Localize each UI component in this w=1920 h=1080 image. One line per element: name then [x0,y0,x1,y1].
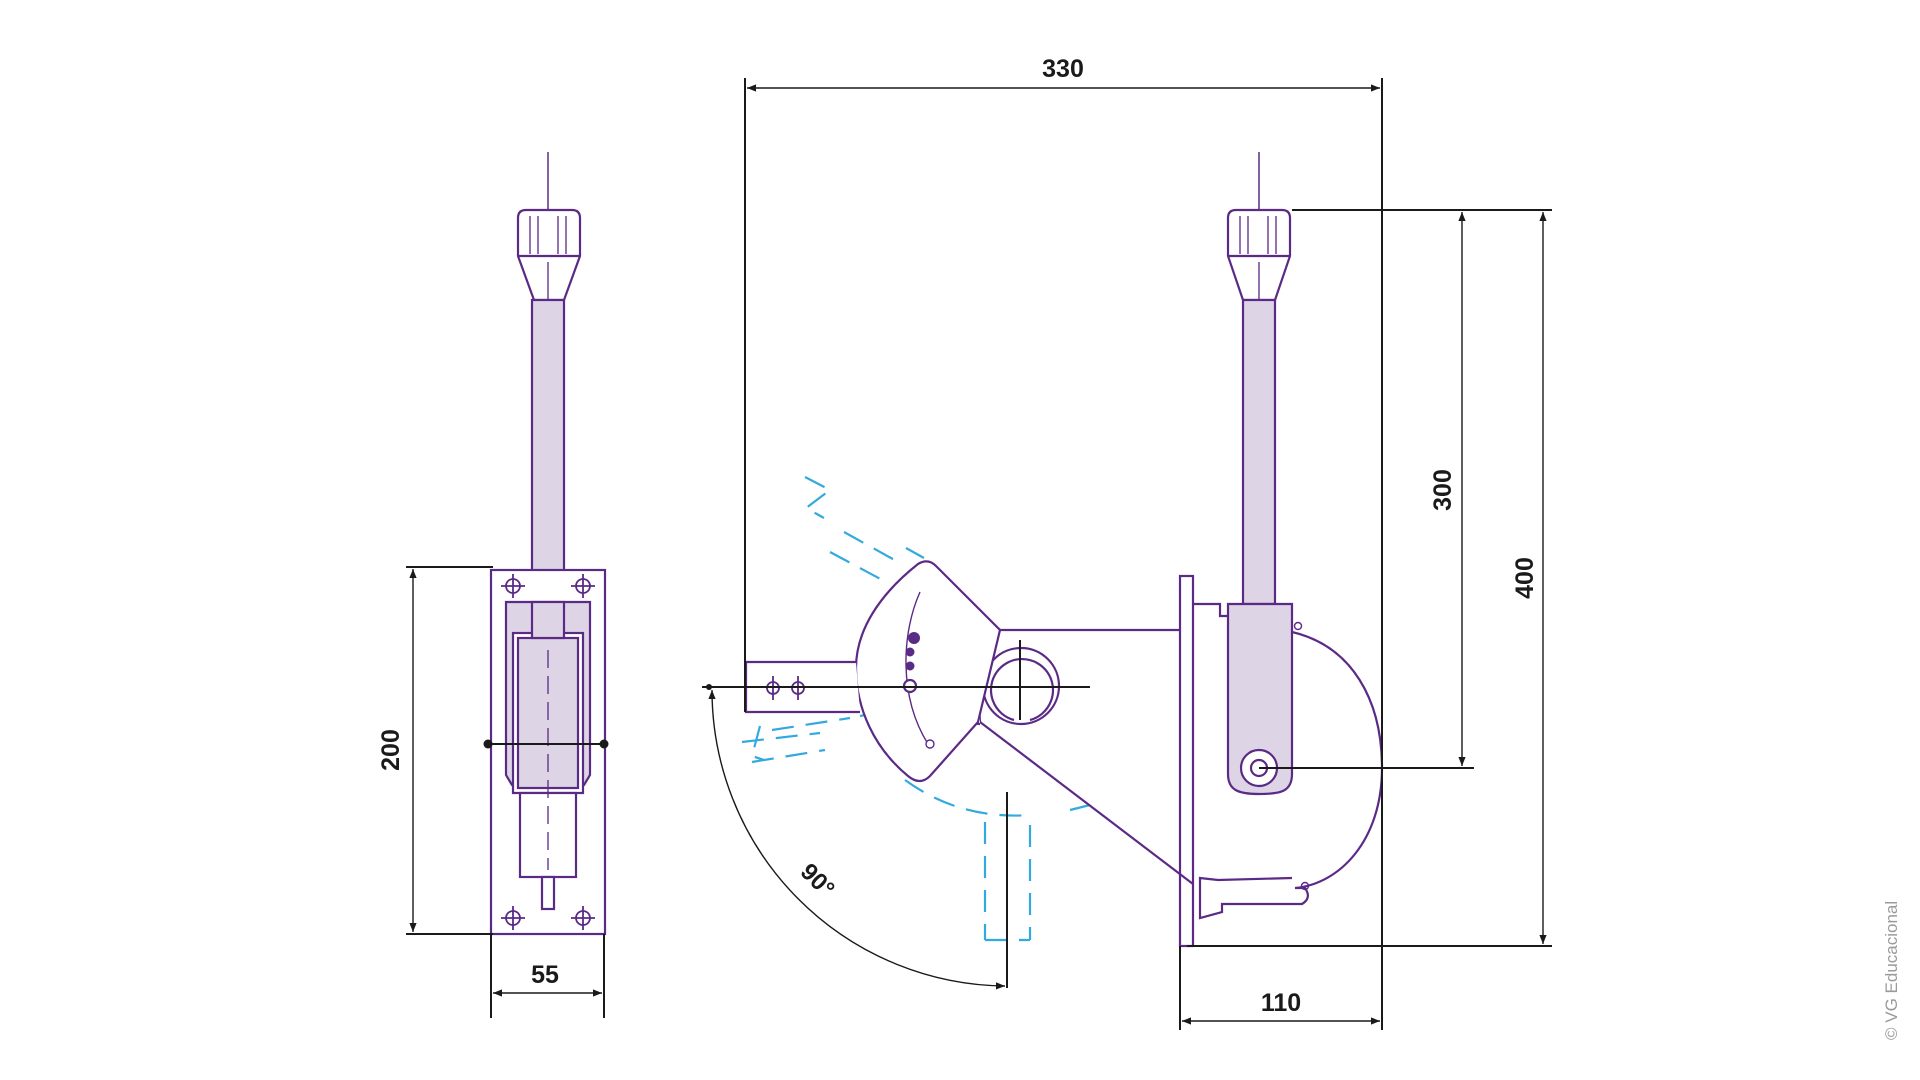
copyright-notice: © VG Educacional [1882,900,1901,1040]
side-lever-block [1226,602,1294,796]
side-knob [1226,208,1292,302]
side-housing [1198,630,1384,920]
front-handle-shaft [530,298,566,604]
dim-label-55: 55 [531,961,559,989]
side-arm [974,628,1194,885]
dim-label-200: 200 [377,729,405,771]
front-pivot-line [483,739,609,749]
front-bolt-holes [501,574,595,930]
dim-label-330: 330 [1042,55,1084,83]
side-view [744,152,1384,948]
dim-label-300: 300 [1429,469,1457,511]
angle-label-90: 90° [795,858,840,903]
dim-label-400: 400 [1511,557,1539,599]
front-view [489,152,607,936]
side-wall-plate [1178,574,1195,948]
side-shaft-centerline [702,640,1090,720]
dimension-lines [406,78,1552,1030]
front-stub [540,875,556,911]
front-knob [516,208,582,302]
dim-label-110: 110 [1261,989,1301,1017]
side-handle-shaft [1241,298,1277,606]
